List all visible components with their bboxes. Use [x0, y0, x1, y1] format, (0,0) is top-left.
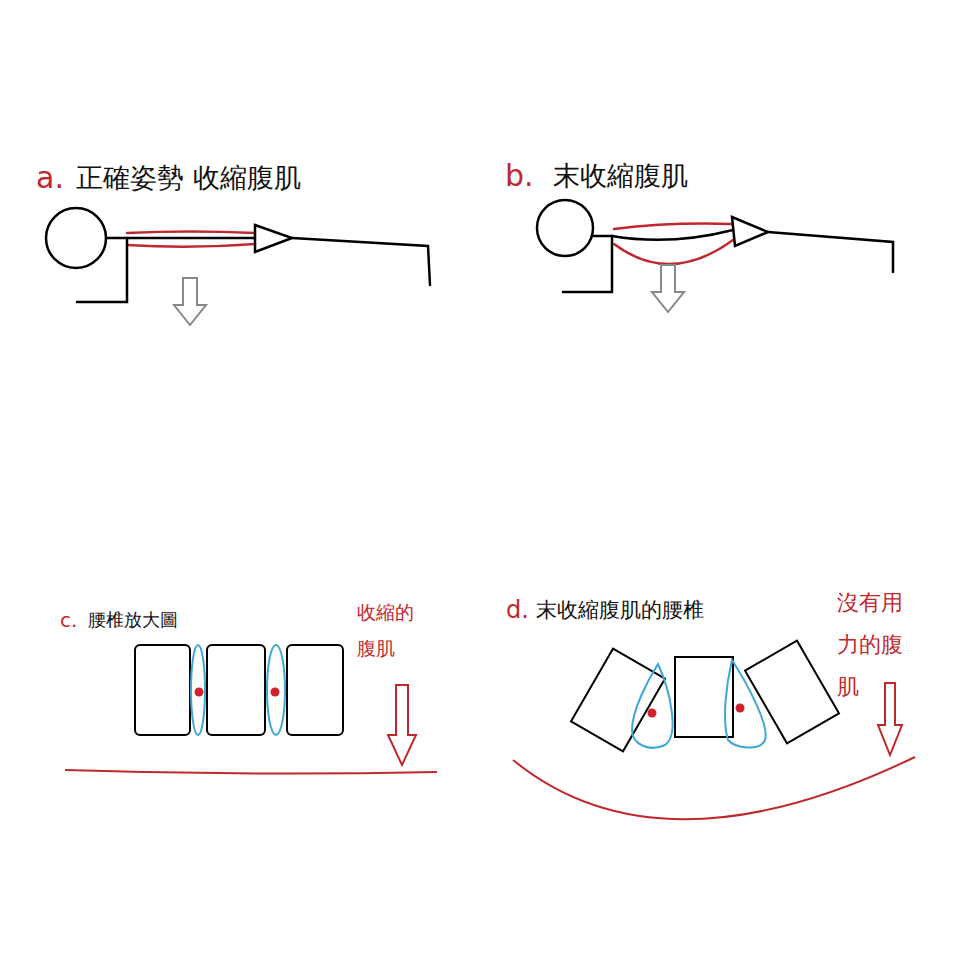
panel-title: 末收縮腹肌 — [553, 160, 688, 192]
abdominal-line — [65, 770, 437, 774]
panel-letter: b. — [505, 158, 534, 194]
lumbar-vertebrae-aligned — [135, 645, 343, 735]
lumbar-vertebrae-arched — [571, 641, 839, 752]
muscle-note: 沒有用 力的腹 肌 — [837, 582, 910, 707]
muscle-note: 收縮的 腹肌 — [357, 594, 420, 666]
panel-title: 末收縮腹肌的腰椎 — [536, 598, 704, 623]
abdominal-line — [513, 757, 915, 819]
force-arrow — [388, 685, 416, 765]
force-arrow — [652, 265, 684, 312]
panel-title: 腰椎放大圖 — [88, 609, 178, 631]
plank-figure-correct — [46, 208, 430, 302]
plank-figure-sagging — [537, 200, 893, 292]
force-arrow — [174, 278, 206, 325]
force-arrow — [878, 683, 902, 755]
panel-letter: a. — [36, 160, 64, 196]
panel-letter: c. — [60, 608, 77, 632]
panel-title: 正確姿勢 收縮腹肌 — [76, 162, 301, 194]
panel-letter: d. — [506, 596, 529, 625]
